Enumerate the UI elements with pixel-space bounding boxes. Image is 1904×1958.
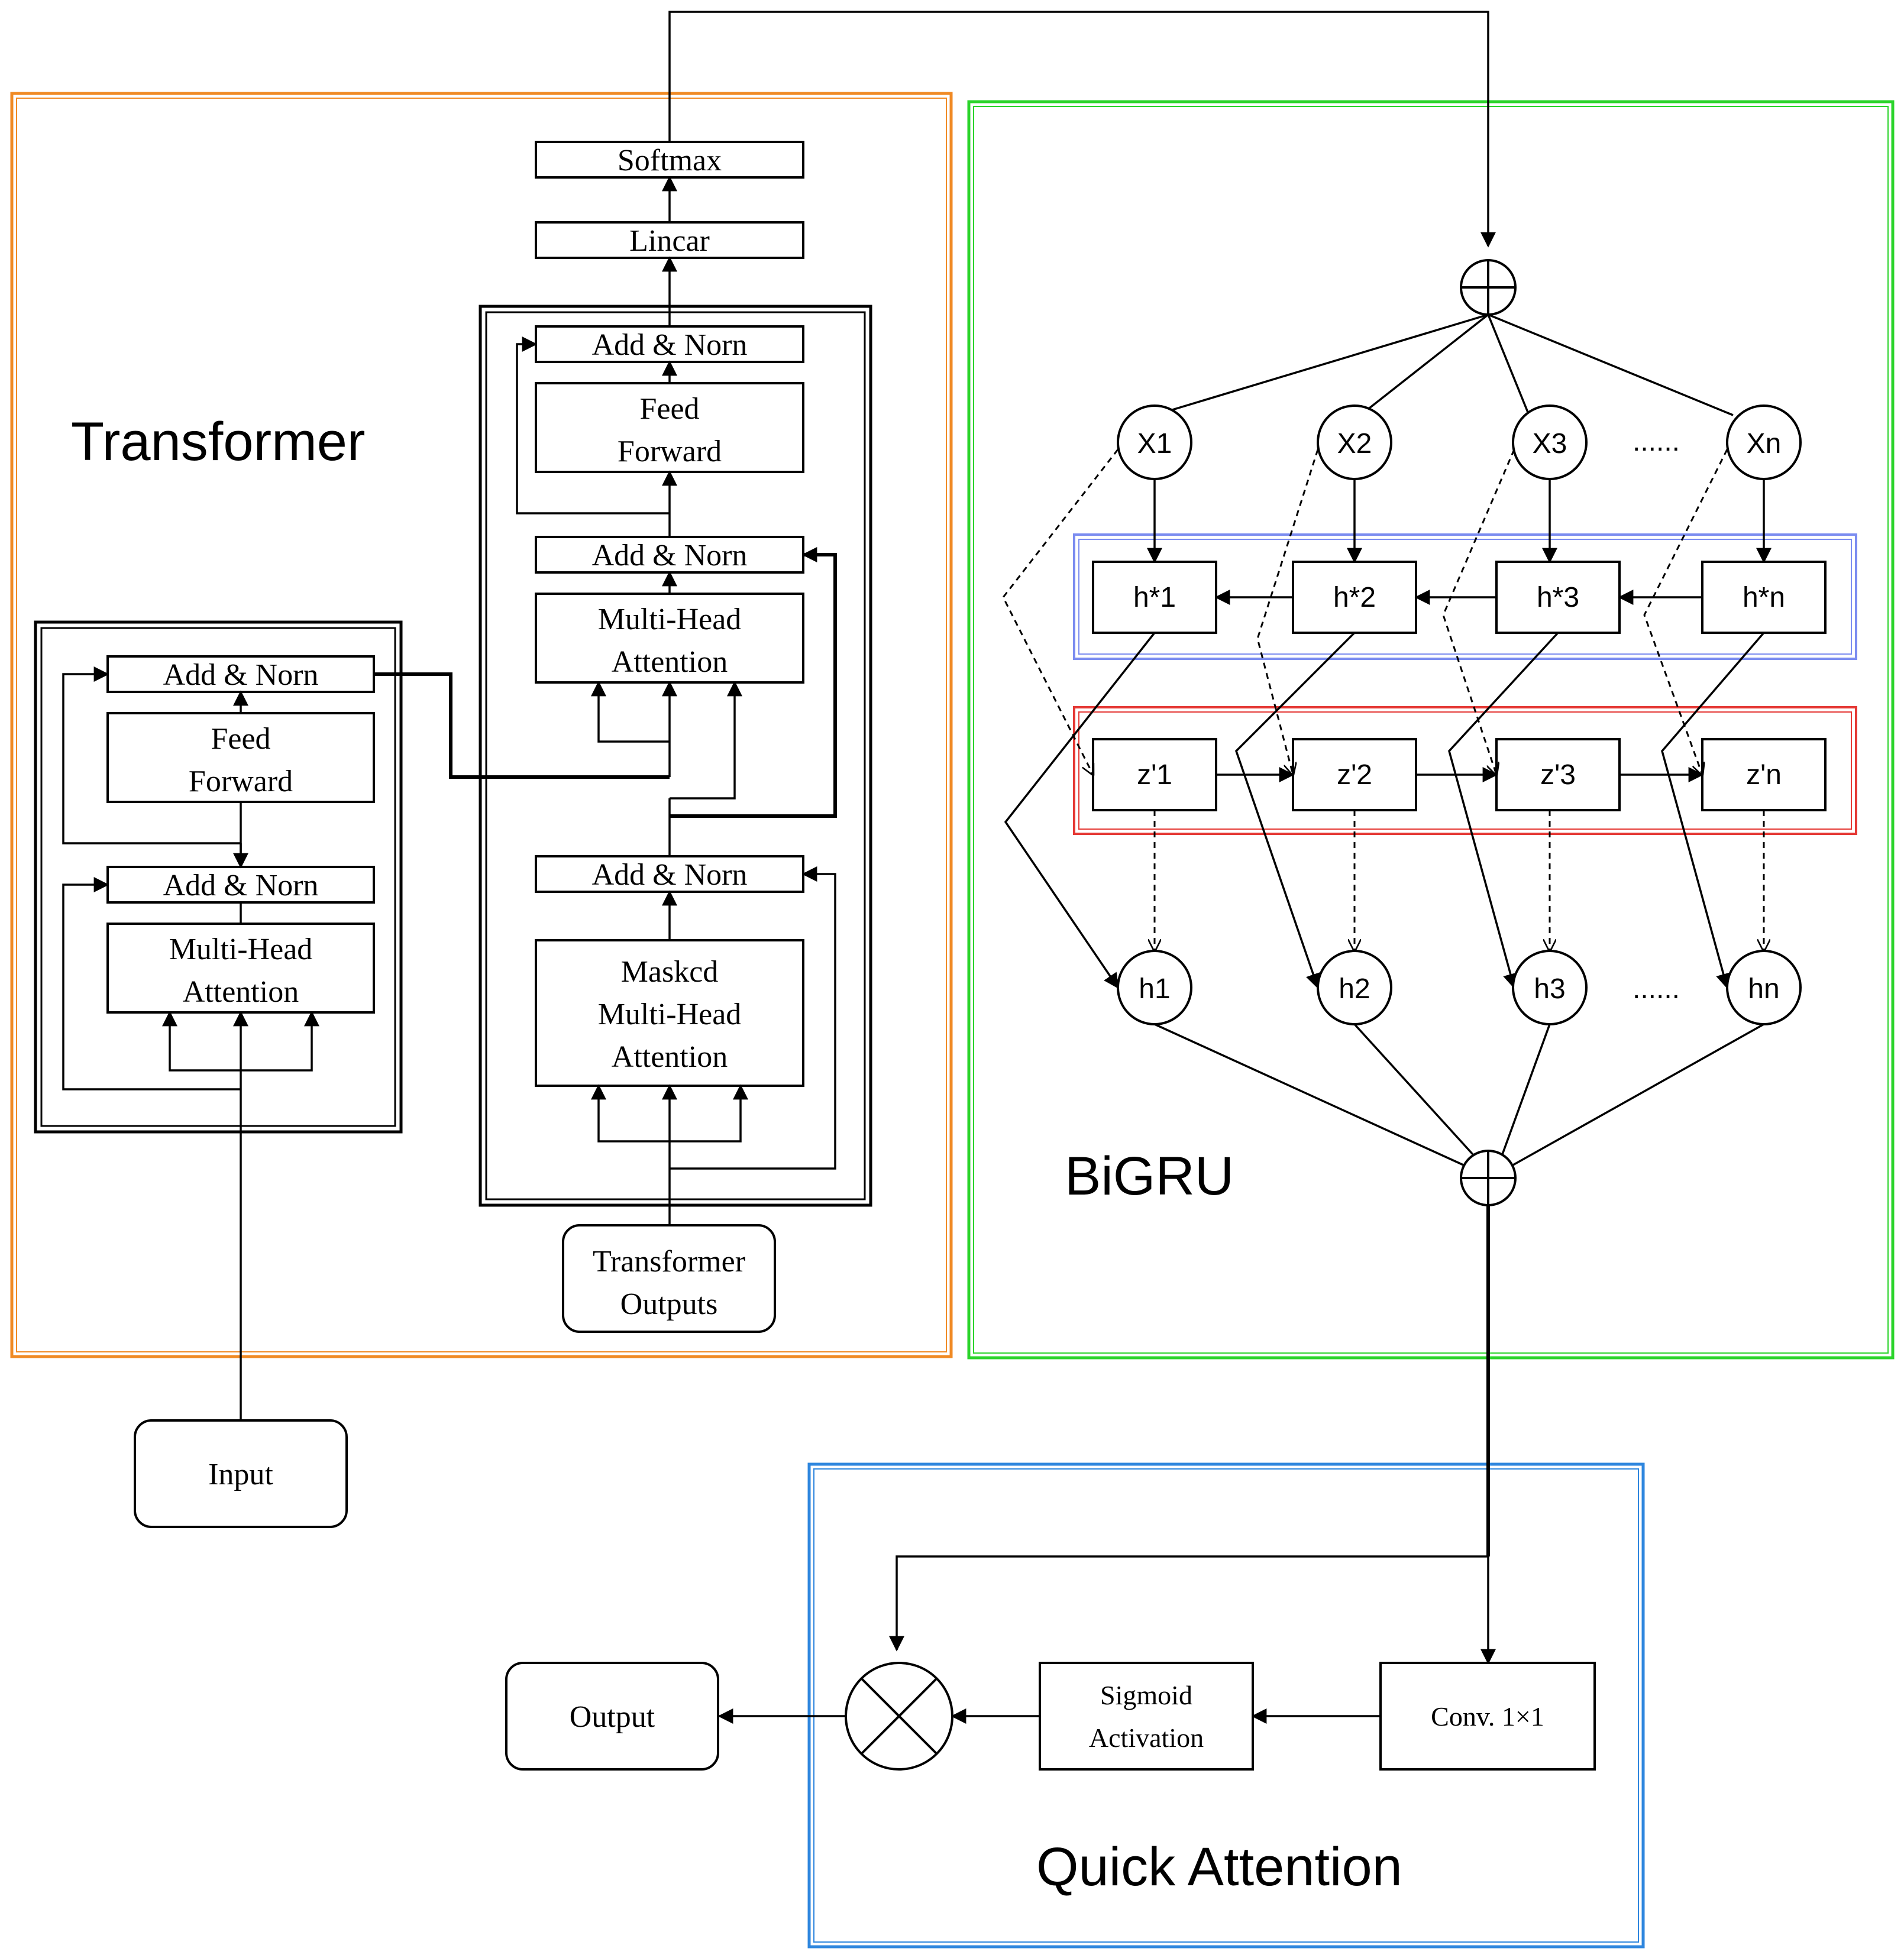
- h-star-1: [1092, 561, 1217, 634]
- decoder-multi-head-attention: [535, 593, 804, 684]
- h-node-n-label: hn: [1748, 973, 1779, 1005]
- input-box: [134, 1419, 348, 1528]
- decoder-add-norm-mid-label: Add & Norn: [592, 539, 748, 572]
- sigmoid-label-2: Activation: [1089, 1723, 1204, 1753]
- encoder-block: Add & Norn Feed Forward Add & Norn Multi…: [34, 620, 403, 1420]
- decoder-feed-forward: [535, 382, 804, 473]
- multiply-node: [845, 1662, 953, 1771]
- bigru-title: BiGRU: [1065, 1146, 1234, 1206]
- h-star-n: [1701, 561, 1827, 634]
- h-star-3-label: h*3: [1537, 582, 1579, 613]
- x-ellipsis: ......: [1633, 426, 1680, 457]
- encoder-attention-label-2: Attention: [183, 975, 299, 1009]
- encoder-feed-forward-label-1: Feed: [211, 722, 270, 756]
- z-prime-2-label: z'2: [1337, 759, 1372, 791]
- decoder-softmax-label: Softmax: [618, 144, 722, 177]
- z-prime-1-label: z'1: [1137, 759, 1172, 791]
- decoder-masked-label-1: Maskcd: [621, 955, 719, 989]
- sum-node-top: [1460, 259, 1517, 316]
- sigmoid-activation-box: [1039, 1662, 1254, 1771]
- decoder-add-norm-top-label: Add & Norn: [592, 328, 748, 362]
- bigru-block: X1 X2 X3 Xn ...... h*1 h*2 h*3 h*n z'1 z…: [1002, 259, 1857, 1206]
- h-star-2: [1292, 561, 1417, 634]
- h-star-2-label: h*2: [1333, 582, 1376, 613]
- encoder-feed-forward: [106, 712, 375, 803]
- transformer-frame: [10, 92, 953, 1358]
- encoder-add-norm-top-label: Add & Norn: [163, 658, 319, 692]
- quick-attention-block: Conv. 1×1 Sigmoid Activation: [717, 1205, 1596, 1771]
- decoder-masked-label-2: Multi-Head: [598, 998, 742, 1031]
- z-prime-frame: [1073, 706, 1857, 835]
- encoder-add-norm-bottom-label: Add & Norn: [163, 869, 319, 902]
- decoder-linear-label: Lincar: [629, 224, 710, 258]
- output-label: Output: [570, 1700, 655, 1734]
- z-prime-3: [1495, 738, 1621, 811]
- decoder-feed-forward-label-1: Feed: [639, 392, 699, 426]
- transformer-outputs-box: [562, 1224, 776, 1333]
- quick-attention-frame: [807, 1462, 1645, 1949]
- quick-attention-title: Quick Attention: [1036, 1837, 1402, 1897]
- h-node-2-label: h2: [1339, 973, 1370, 1005]
- h-ellipsis: ......: [1633, 973, 1680, 1005]
- h-star-n-label: h*n: [1743, 582, 1785, 613]
- decoder-masked-label-3: Attention: [612, 1040, 728, 1074]
- x-node-2-label: X2: [1337, 428, 1372, 459]
- encoder-feed-forward-label-2: Forward: [189, 765, 293, 798]
- decoder-attention-label-2: Attention: [612, 645, 728, 679]
- sum-node-bottom: [1460, 1150, 1517, 1206]
- input-label: Input: [208, 1458, 273, 1491]
- x-node-n-label: Xn: [1747, 428, 1782, 459]
- encoder-attention-label-1: Multi-Head: [169, 933, 313, 966]
- transformer-outputs-label-2: Outputs: [620, 1287, 718, 1321]
- z-prime-3-label: z'3: [1540, 759, 1576, 791]
- encoder-multi-head-attention: [106, 923, 375, 1014]
- x-node-1-label: X1: [1137, 428, 1172, 459]
- transformer-outputs-label-1: Transformer: [593, 1245, 745, 1279]
- transformer-title: Transformer: [71, 412, 366, 472]
- decoder-block: Softmax Lincar Add & Norn Feed Forward A…: [374, 11, 1496, 1225]
- h-node-1-label: h1: [1139, 973, 1170, 1005]
- decoder-feed-forward-label-2: Forward: [618, 435, 722, 468]
- bigru-frame: [967, 100, 1895, 1360]
- h-star-1-label: h*1: [1133, 582, 1176, 613]
- h-node-3-label: h3: [1534, 973, 1565, 1005]
- decoder-attention-label-1: Multi-Head: [598, 603, 742, 636]
- output-box: [505, 1662, 719, 1771]
- decoder-add-norm-low-label: Add & Norn: [592, 858, 748, 892]
- conv-1x1-label: Conv. 1×1: [1431, 1701, 1544, 1732]
- h-star-frame: [1073, 533, 1857, 660]
- sigmoid-label-1: Sigmoid: [1100, 1680, 1192, 1710]
- x-node-3-label: X3: [1533, 428, 1567, 459]
- z-prime-n-label: z'n: [1746, 759, 1782, 791]
